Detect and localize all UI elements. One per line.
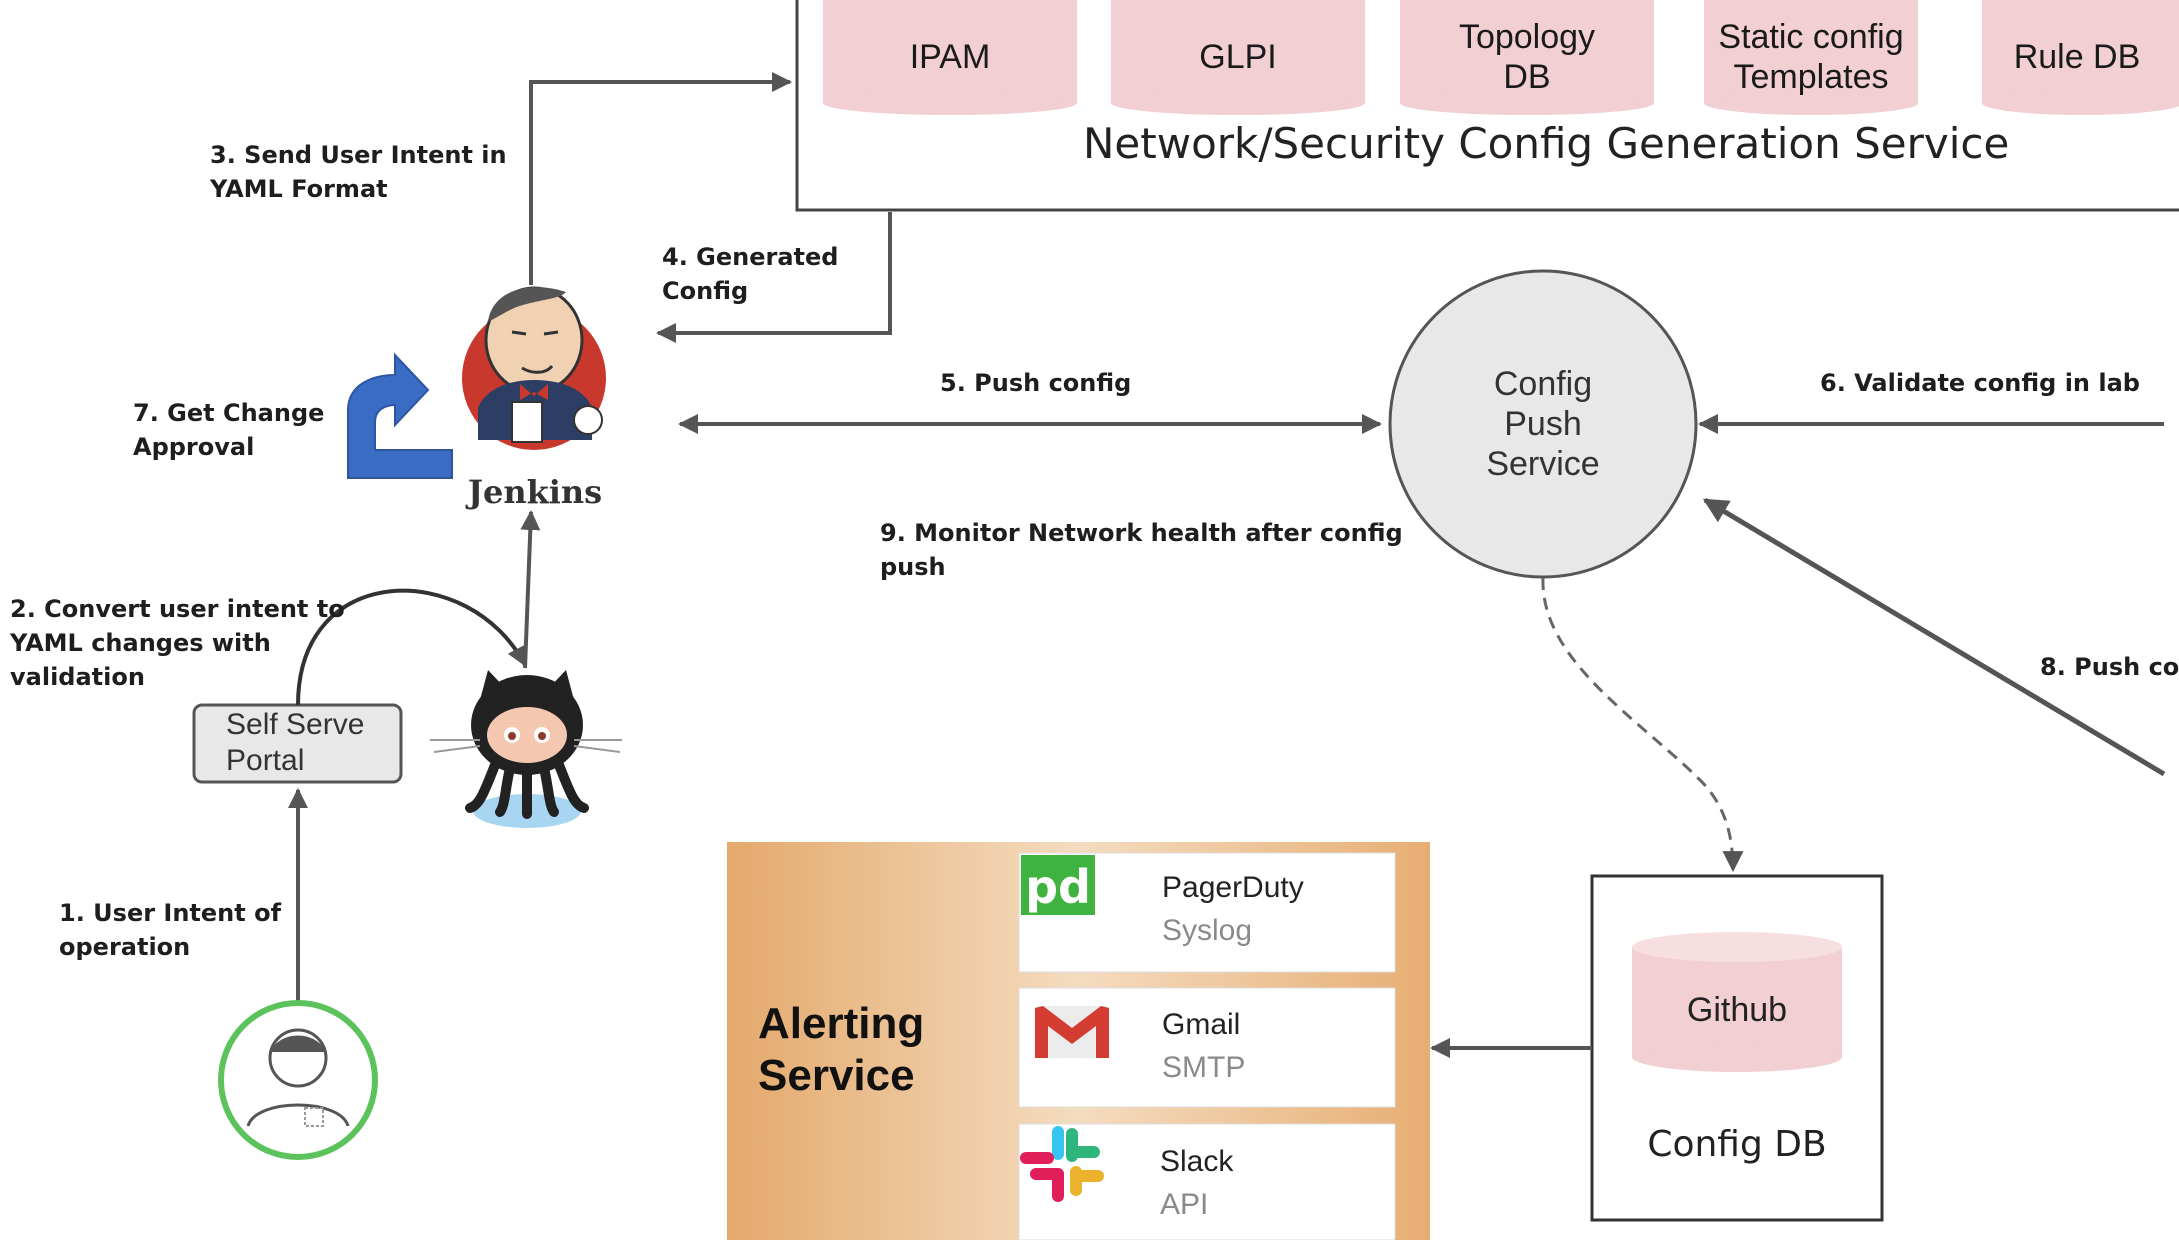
step7-label: 7. Get Change Approval <box>133 399 325 461</box>
svg-text:pd: pd <box>1025 860 1091 914</box>
github-octocat-icon <box>430 670 622 828</box>
db-templates-cylinder <box>1704 0 1918 115</box>
db-ipam-label: IPAM <box>909 38 991 76</box>
arrow-push-production <box>1702 497 2166 777</box>
pagerduty-icon: pd <box>1021 855 1095 915</box>
slack-protocol: API <box>1160 1188 1209 1221</box>
step6-label: 6. Validate config in lab <box>1820 369 2140 397</box>
step2-label: 2. Convert user intent to YAML changes w… <box>10 595 345 691</box>
db-templates-label: Static config Templates <box>1718 18 1904 96</box>
arrow-convert-intent <box>296 588 527 706</box>
jenkins-icon <box>462 286 606 450</box>
github-label: Github <box>1686 991 1788 1029</box>
arrow-generated-config <box>656 212 892 343</box>
pagerduty-name: PagerDuty <box>1162 871 1304 904</box>
config-push-service-label: Config Push Service <box>1486 365 1600 483</box>
change-approval-arrow-icon <box>347 352 453 479</box>
config-db-title: Config DB <box>1647 1124 1827 1165</box>
slack-name: Slack <box>1160 1145 1234 1178</box>
arrow-send-intent <box>529 72 792 285</box>
step1-label: 1. User Intent of operation <box>59 899 282 961</box>
github-cylinder <box>1632 932 1842 1072</box>
db-topology-cylinder <box>1400 0 1654 115</box>
user-avatar <box>218 1000 378 1160</box>
gmail-name: Gmail <box>1162 1008 1241 1041</box>
db-ipam-cylinder <box>823 0 1077 115</box>
db-rule-label: Rule DB <box>2013 38 2141 76</box>
jenkins-label: Jenkins <box>467 473 603 511</box>
config-push-service-node <box>1388 269 1698 579</box>
db-glpi-label: GLPI <box>1199 38 1277 76</box>
gmail-protocol: SMTP <box>1162 1051 1246 1084</box>
self-serve-portal-label: Self Serve Portal <box>226 708 365 777</box>
step9-label: 9. Monitor Network health after config p… <box>880 519 1403 581</box>
arrow-github-to-jenkins <box>520 510 541 669</box>
step5-label: 5. Push config <box>940 369 1132 397</box>
arrow-store-config <box>1541 577 1744 873</box>
step8-label: 8. Push co <box>2040 653 2179 681</box>
config-generation-service-title: Network/Security Config Generation Servi… <box>1083 119 2010 168</box>
alerting-service-title: Alerting Service <box>758 999 925 1100</box>
db-topology-label: Topology DB <box>1458 18 1596 96</box>
db-rule-cylinder <box>1982 0 2179 115</box>
step3-label: 3. Send User Intent in YAML Format <box>210 141 507 203</box>
slack-icon <box>1020 1126 1104 1202</box>
gmail-icon <box>1035 1006 1109 1058</box>
step4-label: 4. Generated Config <box>662 243 839 305</box>
pagerduty-protocol: Syslog <box>1162 914 1253 947</box>
db-glpi-cylinder <box>1111 0 1365 115</box>
